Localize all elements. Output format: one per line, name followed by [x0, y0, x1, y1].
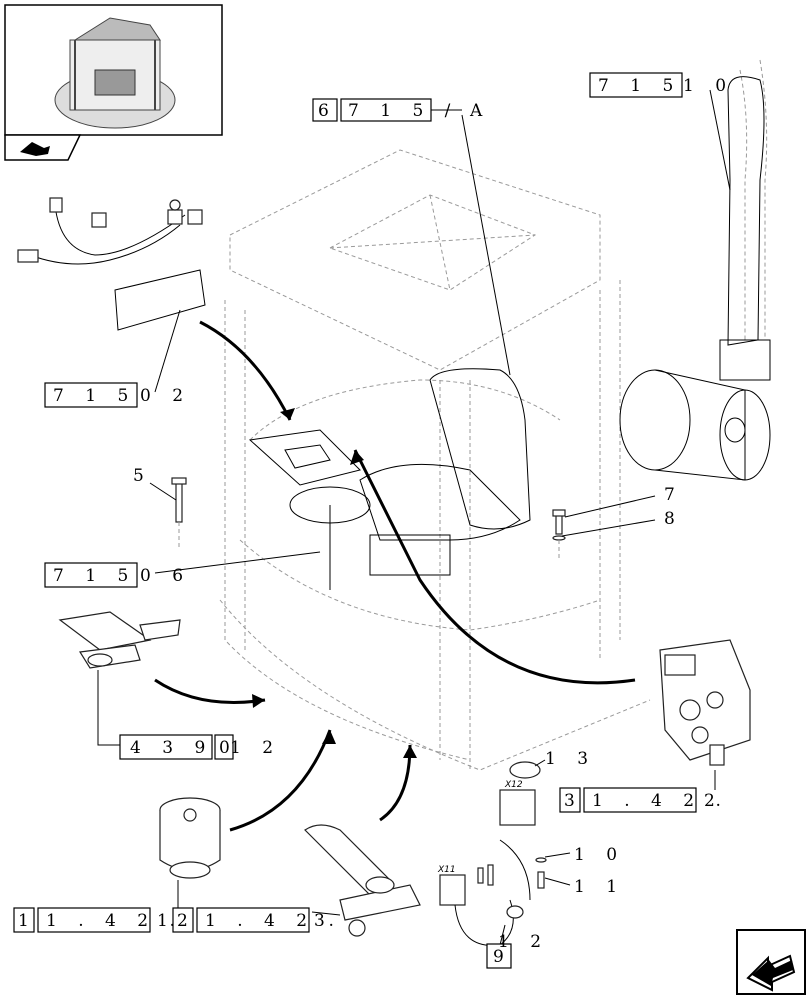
ref-bottom-right-suffix: 1 2: [498, 932, 549, 952]
ref-bottom-left-box2: 1 . 4 2 .: [46, 911, 183, 931]
ref-top-right-box1: 7 1 5: [598, 76, 681, 96]
front-console: [248, 429, 361, 486]
ref-top-right[interactable]: 7 1 5 1 0: [589, 72, 734, 98]
steering-unit: [159, 797, 221, 879]
steering-wheel: [289, 486, 371, 590]
ref-right-lower[interactable]: 3 1 . 4 2 . 2: [559, 787, 729, 813]
connector-x12-label: X12: [504, 780, 523, 790]
ref-bottom-center-suffix: 3: [314, 911, 325, 931]
air-filter-canister: [619, 369, 771, 481]
ref-top-center-box2: 7 1 5 /: [348, 101, 458, 121]
callout-item-11: 1 1: [574, 877, 625, 897]
next-page-icon: [746, 954, 796, 992]
ref-top-center-suffix: A: [469, 101, 483, 121]
ref-left-lower-suffix: 1 2: [230, 738, 281, 758]
ref-top-center-box1: 6: [318, 101, 329, 121]
ref-left-middle[interactable]: 7 1 5 0 6: [44, 562, 191, 588]
pedal-assembly: [58, 611, 181, 669]
assembly-arrows: [154, 320, 636, 832]
operator-seat: [359, 368, 531, 576]
ref-left-middle-box1: 7 1 5: [53, 566, 136, 586]
callout-item-5: 5: [133, 466, 144, 486]
ref-left-lower-box2: 0: [219, 738, 230, 758]
bolt-5: [171, 477, 187, 550]
callout-item-10: 1 0: [574, 845, 625, 865]
bolt-7: [552, 509, 566, 535]
connector-assembly: [439, 761, 547, 946]
ref-bottom-left[interactable]: 1 1 . 4 2 . 1: [13, 907, 183, 933]
ref-left-middle-suffix: 0 6: [140, 566, 191, 586]
cab-ghost-outline: [219, 59, 768, 771]
ref-bottom-center-box1: 2: [177, 911, 188, 931]
ref-bottom-left-box1: 1: [18, 911, 29, 931]
washer-8: [552, 535, 566, 560]
callout-item-13: 1 3: [545, 749, 596, 769]
control-valve: [659, 639, 751, 766]
callout-item-8: 8: [664, 509, 675, 529]
callout-item-7: 7: [664, 485, 675, 505]
ref-right-lower-box1: 3: [564, 791, 575, 811]
ref-top-right-suffix: 1 0: [683, 76, 734, 96]
ref-left-upper-box1: 7 1 5: [53, 386, 136, 406]
ref-left-upper-suffix: 0 2: [140, 386, 191, 406]
ref-right-lower-suffix: 2: [704, 791, 715, 811]
ref-right-lower-box2: 1 . 4 2 .: [592, 791, 729, 811]
ref-bottom-center[interactable]: 2 1 . 4 2 . 3: [172, 907, 342, 933]
thumbnail-panel[interactable]: [4, 4, 223, 136]
ref-bottom-right[interactable]: 9 1 2: [486, 932, 549, 969]
thumbnail-cab-image: [54, 17, 176, 129]
ref-bottom-center-box2: 1 . 4 2 .: [205, 911, 342, 931]
previous-page-icon[interactable]: [20, 142, 50, 156]
ref-left-lower[interactable]: 4 3 9 0 1 2: [119, 734, 281, 760]
hand-brake-lever: [304, 824, 421, 937]
next-page-button[interactable]: [736, 929, 806, 995]
leader-lines: [97, 89, 731, 946]
ref-left-lower-box1: 4 3 9: [130, 738, 213, 758]
ref-left-upper[interactable]: 7 1 5 0 2: [44, 382, 191, 408]
thumbnail-nav-tab[interactable]: [4, 134, 82, 161]
wiring-harness: [17, 197, 206, 331]
ref-bottom-left-suffix: 1: [157, 911, 168, 931]
ref-top-center[interactable]: 6 7 1 5 / A: [312, 98, 483, 122]
air-filter-pipe: [719, 76, 771, 381]
connector-x11-label: X11: [437, 865, 456, 875]
ref-bottom-right-box1: 9: [493, 947, 504, 967]
